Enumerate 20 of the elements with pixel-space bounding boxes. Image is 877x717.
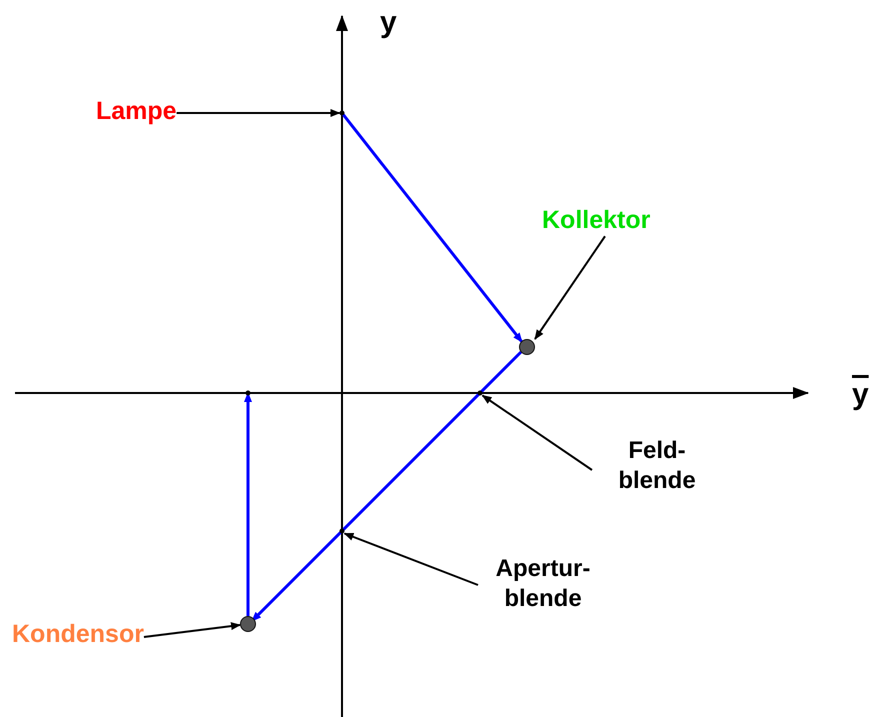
ray-arrow <box>250 350 522 622</box>
lens-dot <box>519 339 535 355</box>
leader-line <box>176 109 340 117</box>
component-label: Feld- blende <box>592 436 722 496</box>
axis-label: y <box>852 380 869 410</box>
component-label: Apertur- blende <box>478 554 608 614</box>
lens-dot <box>240 616 256 632</box>
leader-line <box>144 622 241 638</box>
axis-point <box>340 528 344 534</box>
axis-point <box>478 390 482 396</box>
leader-line <box>344 532 478 586</box>
ray-arrow <box>340 112 524 343</box>
leader-line <box>482 394 593 471</box>
axis-label: y <box>380 8 397 38</box>
axis-point <box>246 390 250 396</box>
component-label: Kondensor <box>12 619 144 650</box>
leader-line <box>534 236 606 340</box>
component-label: Lampe <box>96 96 177 128</box>
axis-point <box>340 110 344 116</box>
component-label: Kollektor <box>542 205 650 236</box>
